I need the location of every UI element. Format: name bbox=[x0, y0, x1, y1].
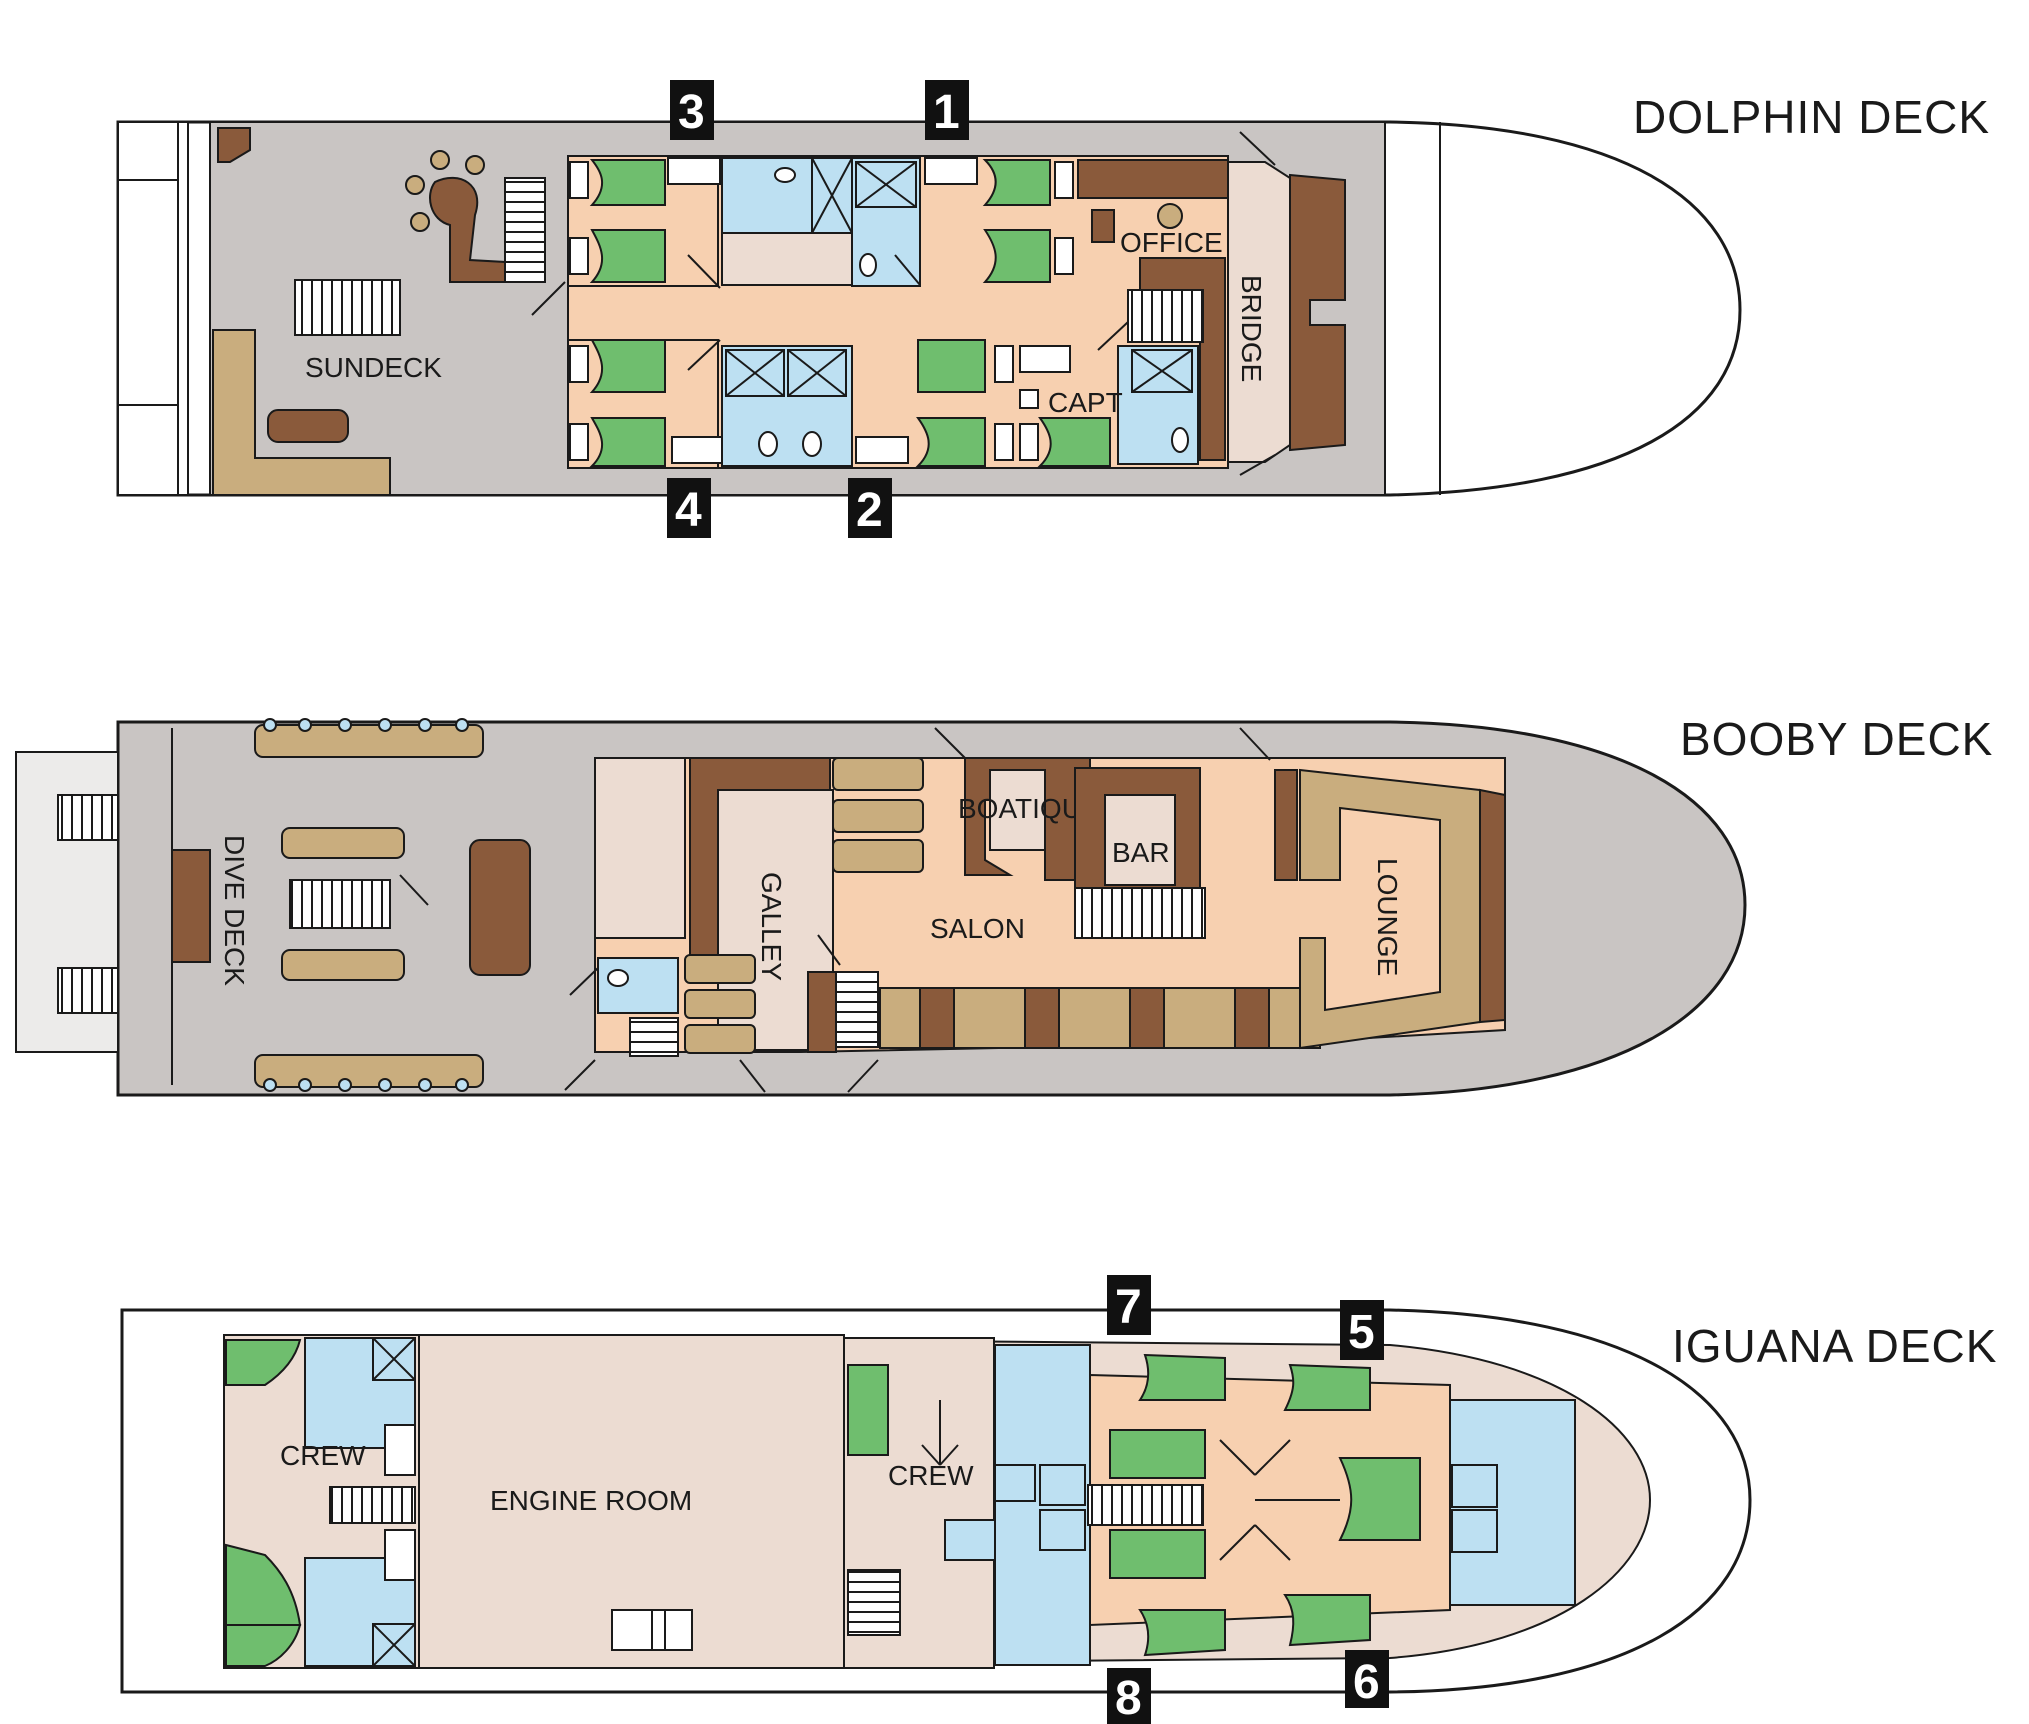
shower-icon bbox=[725, 157, 1193, 397]
dolphin-deck: DOLPHIN DECK SUNDECK bbox=[116, 80, 1990, 538]
shower-icon bbox=[994, 1464, 1498, 1553]
lounge-bench bbox=[1479, 788, 1506, 1024]
bar-label: BAR bbox=[1112, 837, 1170, 868]
stairs-icon bbox=[329, 1486, 416, 1524]
svg-text:2: 2 bbox=[856, 484, 883, 537]
sundeck-table bbox=[267, 409, 349, 443]
crew-mid-label: CREW bbox=[888, 1460, 974, 1491]
closet-icon bbox=[384, 1424, 416, 1476]
door-icon bbox=[1219, 1439, 1340, 1561]
capt-label: CAPT bbox=[1048, 387, 1123, 418]
stairs-icon bbox=[504, 177, 546, 283]
dive-bench bbox=[171, 849, 211, 963]
office-label: OFFICE bbox=[1120, 227, 1223, 258]
svg-text:7: 7 bbox=[1115, 1281, 1142, 1334]
crew-mid-bed bbox=[847, 1364, 889, 1456]
svg-text:3: 3 bbox=[678, 86, 705, 139]
dolphin-deck-title: DOLPHIN DECK bbox=[1633, 91, 1990, 143]
storage-room bbox=[721, 232, 853, 286]
galley-shelves bbox=[684, 757, 924, 1054]
stairs-icon bbox=[1127, 289, 1204, 343]
lounge-label: LOUNGE bbox=[1372, 858, 1403, 976]
engine-room-label: ENGINE ROOM bbox=[490, 1485, 692, 1516]
cabin-badge-5[interactable]: 5 bbox=[1340, 1300, 1384, 1360]
iguana-deck: IGUANA DECK CREW ENGINE ROOM CREW bbox=[120, 1275, 1997, 1724]
door-icon bbox=[399, 727, 1271, 1093]
closet-icon bbox=[384, 1529, 416, 1581]
cabin-badge-6[interactable]: 6 bbox=[1345, 1650, 1389, 1709]
bridge-helm bbox=[1289, 173, 1346, 452]
dive-tank-icons bbox=[263, 718, 469, 1092]
salon-label: SALON bbox=[930, 913, 1025, 944]
boatique-room bbox=[989, 769, 1046, 851]
stairs-icon bbox=[629, 1017, 679, 1057]
bed-icon bbox=[589, 159, 1111, 467]
cabin-badge-2[interactable]: 2 bbox=[848, 478, 892, 538]
cabin-badge-3[interactable]: 3 bbox=[670, 80, 714, 140]
toilet-icon bbox=[758, 167, 1189, 457]
svg-text:1: 1 bbox=[933, 86, 960, 139]
crew-aft-label: CREW bbox=[280, 1440, 366, 1471]
cabin-badge-8[interactable]: 8 bbox=[1107, 1668, 1151, 1724]
dive-deck-label: DIVE DECK bbox=[219, 835, 250, 986]
sundeck-label: SUNDECK bbox=[305, 352, 442, 383]
pillow-icons bbox=[569, 161, 1074, 461]
storage-room bbox=[594, 757, 686, 939]
door-icon bbox=[531, 131, 1276, 476]
galley-label: GALLEY bbox=[756, 872, 787, 981]
svg-text:4: 4 bbox=[675, 484, 702, 537]
sundeck-sofa bbox=[212, 329, 391, 496]
booby-deck-title: BOOBY DECK bbox=[1680, 713, 1993, 765]
cabin-badge-4[interactable]: 4 bbox=[667, 478, 711, 538]
bed-icon bbox=[225, 1339, 302, 1667]
stairs-icon bbox=[1074, 887, 1206, 939]
stairs-icon bbox=[1087, 1484, 1204, 1526]
bridge-label: BRIDGE bbox=[1236, 275, 1267, 382]
sun-lounger bbox=[294, 279, 401, 336]
lounge-side bbox=[1274, 769, 1298, 881]
closet-icon bbox=[667, 157, 1071, 464]
toilet-icon bbox=[607, 969, 629, 987]
office-desk bbox=[1077, 159, 1229, 199]
svg-text:8: 8 bbox=[1115, 1672, 1142, 1724]
dolphin-aft-rail bbox=[117, 121, 189, 496]
cabin-badge-7[interactable]: 7 bbox=[1107, 1275, 1151, 1335]
svg-text:5: 5 bbox=[1348, 1306, 1375, 1359]
stairs-icon bbox=[847, 1569, 901, 1636]
bed-icon bbox=[1109, 1353, 1421, 1657]
bar-room bbox=[1104, 794, 1176, 886]
svg-text:6: 6 bbox=[1353, 1656, 1380, 1709]
jacuzzi-icon bbox=[405, 150, 506, 283]
cabin-badge-1[interactable]: 1 bbox=[925, 80, 969, 140]
sundeck-chair bbox=[217, 127, 251, 163]
salon-sofa bbox=[807, 971, 1321, 1053]
booby-deck: BOOBY DECK DIVE DECK GALLEY bbox=[15, 713, 1993, 1097]
iguana-deck-title: IGUANA DECK bbox=[1672, 1320, 1997, 1372]
booby-bathroom bbox=[597, 957, 679, 1014]
